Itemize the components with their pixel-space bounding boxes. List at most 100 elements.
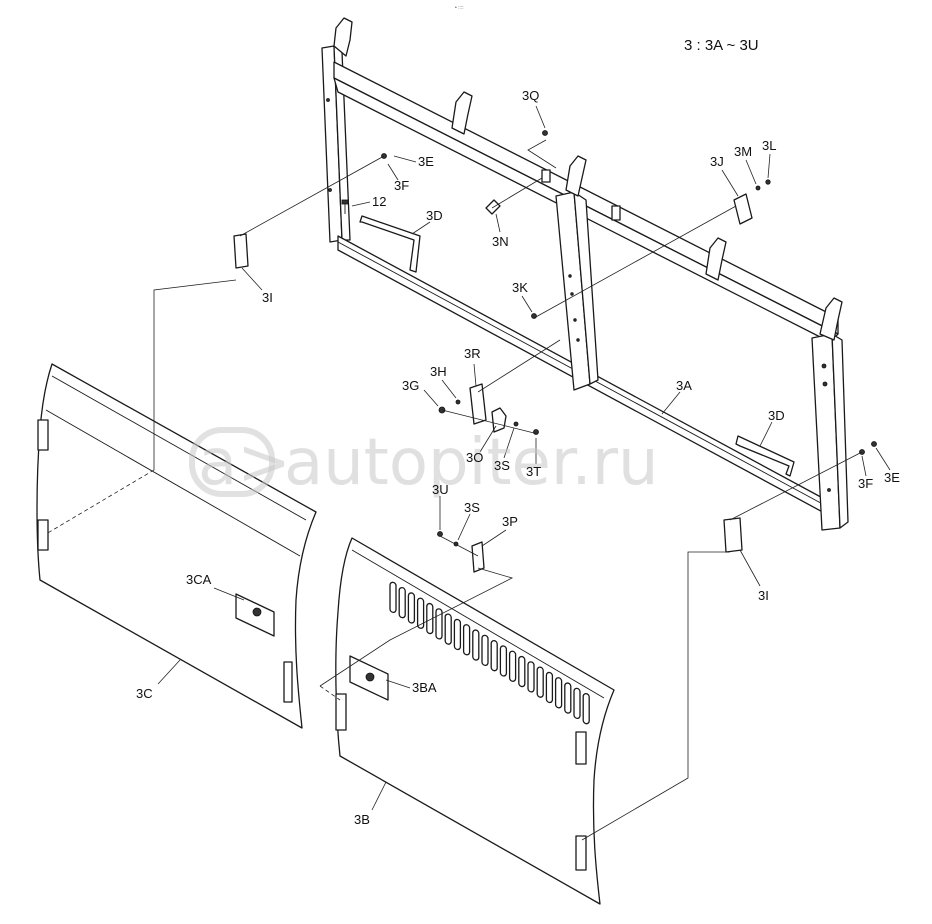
label-3s-low: 3S bbox=[464, 500, 480, 515]
label-3j: 3J bbox=[710, 154, 724, 169]
frame-hook bbox=[451, 91, 473, 135]
pointer-3m bbox=[745, 159, 757, 185]
frame-bracket bbox=[541, 169, 551, 183]
frame-hole bbox=[326, 98, 330, 102]
louvre-slot bbox=[564, 682, 572, 714]
label-3n: 3N bbox=[492, 234, 509, 249]
frame-center-post-side bbox=[573, 191, 599, 385]
label-3l: 3L bbox=[762, 138, 776, 153]
panel-3c-hinge-top bbox=[37, 419, 49, 451]
label-3b: 3B bbox=[354, 812, 370, 827]
frame-hole bbox=[568, 274, 572, 278]
assembly-line bbox=[527, 139, 557, 169]
pointer-3i-right bbox=[739, 549, 761, 587]
panel-3b-hinge-right-top bbox=[575, 731, 587, 765]
frame-hole bbox=[821, 363, 827, 369]
label-3g: 3G bbox=[402, 378, 419, 393]
part-3q-nut bbox=[542, 130, 548, 136]
pointer-3k bbox=[521, 295, 533, 313]
assembly-line bbox=[153, 279, 237, 470]
frame-bracket bbox=[611, 205, 621, 221]
watermark-logo: a> bbox=[198, 426, 291, 500]
louvre-slot bbox=[444, 613, 452, 645]
watermark: a> autopiter.ru bbox=[189, 426, 659, 500]
pointer-3r bbox=[473, 363, 477, 387]
pointer-3d-right bbox=[759, 421, 773, 447]
frame-hook bbox=[705, 237, 727, 281]
label-3o: 3O bbox=[466, 450, 483, 465]
frame-hole bbox=[573, 318, 577, 322]
part-3l-nut bbox=[765, 179, 771, 185]
louvre-slot bbox=[453, 618, 462, 651]
label-3e-right: 3E bbox=[884, 470, 900, 485]
label-3e-top: 3E bbox=[418, 154, 434, 169]
part-3i-spacer-left bbox=[233, 233, 249, 269]
frame-hook bbox=[565, 155, 587, 197]
frame-hole bbox=[822, 381, 828, 387]
louvre-slot bbox=[407, 592, 416, 624]
louvre-slot bbox=[462, 624, 471, 656]
assembly-line bbox=[729, 451, 863, 521]
watermark-logo-frame bbox=[189, 427, 275, 497]
louvre-slot bbox=[499, 645, 508, 677]
label-3a: 3A bbox=[676, 378, 692, 393]
part-3e-nut-right bbox=[871, 441, 877, 447]
louvre-slot bbox=[554, 677, 563, 709]
panel-3b-louvres bbox=[389, 581, 590, 725]
part-3j-bracket bbox=[733, 193, 753, 225]
pointer-12 bbox=[351, 201, 371, 207]
label-3u: 3U bbox=[432, 482, 449, 497]
pointer-3d bbox=[411, 221, 431, 235]
louvre-slot bbox=[398, 586, 406, 619]
label-3d-right: 3D bbox=[768, 408, 785, 423]
pointer-3g bbox=[423, 389, 439, 407]
louvre-slot bbox=[582, 693, 590, 725]
pointer-3j bbox=[721, 169, 739, 197]
panel-3b-body bbox=[335, 537, 615, 905]
assembly-line bbox=[439, 535, 479, 557]
louvre-slot bbox=[426, 602, 434, 635]
handle-rod-3d-right bbox=[735, 435, 795, 477]
label-3c: 3C bbox=[136, 686, 153, 701]
label-3i-right: 3I bbox=[758, 588, 769, 603]
louvre-slot bbox=[490, 639, 498, 672]
label-12: 12 bbox=[372, 194, 386, 209]
figure-range-label: 3 : 3A ~ 3U bbox=[684, 37, 759, 54]
panel-3b bbox=[335, 537, 615, 905]
pointer-3s-low bbox=[457, 513, 471, 541]
pointer-3q bbox=[535, 105, 546, 129]
pointer-3o bbox=[479, 425, 497, 453]
label-3h: 3H bbox=[430, 364, 447, 379]
pointer-3e bbox=[393, 155, 417, 163]
part-3s-washer bbox=[513, 421, 519, 427]
panel-3b-hinge-right-bottom bbox=[575, 835, 587, 871]
label-3ca: 3CA bbox=[186, 572, 212, 587]
label-3i-left: 3I bbox=[262, 290, 273, 305]
panel-3b-edge bbox=[351, 549, 605, 699]
assembly-line bbox=[441, 409, 539, 435]
assembly-line bbox=[477, 339, 561, 393]
frame-hook-left bbox=[333, 17, 353, 57]
panel-3c-body bbox=[36, 363, 317, 729]
panel-3b-hinge-left bbox=[335, 693, 347, 731]
frame-hole bbox=[570, 292, 574, 296]
frame-hole bbox=[328, 188, 332, 192]
handle-3ba-lock bbox=[365, 672, 375, 682]
louvre-slot bbox=[435, 608, 443, 640]
louvre-slot bbox=[389, 581, 397, 614]
label-3d-top: 3D bbox=[426, 208, 443, 223]
pointer-3ca bbox=[213, 587, 245, 601]
assembly-lines bbox=[45, 139, 863, 841]
part-3o-latch bbox=[491, 407, 507, 433]
label-pointers bbox=[157, 105, 891, 811]
louvre-slot bbox=[416, 597, 425, 629]
part-3u-bolt bbox=[437, 531, 443, 537]
louvre-slot bbox=[481, 634, 489, 667]
part-3p-striker bbox=[471, 541, 485, 573]
panel-3c-hinge-bottom bbox=[37, 519, 49, 551]
assembly-line bbox=[319, 567, 514, 687]
header-mark: • :::: bbox=[455, 5, 464, 11]
pointer-3h bbox=[441, 379, 457, 399]
frame-assembly-3a bbox=[321, 17, 849, 531]
pointer-3b bbox=[371, 781, 387, 811]
